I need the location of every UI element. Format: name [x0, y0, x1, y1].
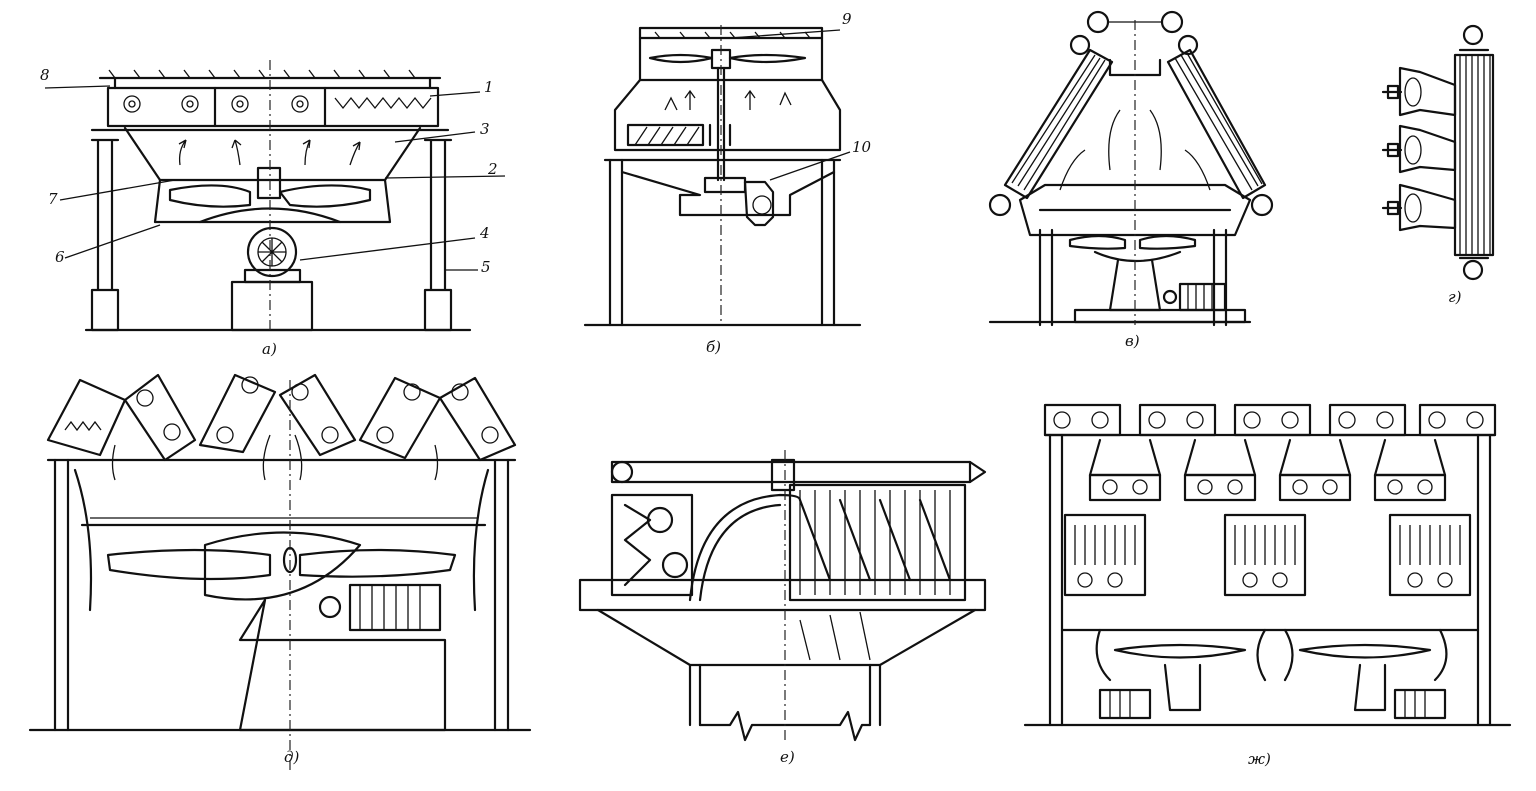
panel-label-v: в) — [1125, 332, 1140, 350]
callout-1: 1 — [484, 78, 494, 96]
callout-10: 10 — [852, 138, 872, 156]
panel-label-e: е) — [780, 748, 795, 766]
callout-9: 9 — [842, 10, 852, 28]
callout-6: 6 — [55, 248, 65, 266]
callout-labels: 1 2 3 4 5 6 7 8 9 10 — [40, 10, 872, 276]
panel-labels: а) б) в) г) д) е) ж) — [262, 288, 1462, 768]
callout-3: 3 — [480, 120, 490, 138]
panel-label-zh: ж) — [1248, 750, 1271, 768]
callout-8: 8 — [40, 66, 50, 84]
panel-v-drawing — [988, 10, 1274, 327]
panel-g-drawing — [1381, 24, 1495, 281]
panel-label-a: а) — [262, 340, 277, 358]
panel-label-g: г) — [1448, 288, 1462, 306]
callout-2: 2 — [487, 160, 498, 178]
panel-d-drawing — [28, 373, 532, 770]
panel-label-b: б) — [706, 338, 721, 356]
panel-e-drawing — [578, 450, 987, 742]
callout-4: 4 — [479, 224, 490, 242]
panel-label-d: д) — [284, 748, 300, 766]
callout-5: 5 — [481, 258, 491, 276]
panel-zh-drawing — [1023, 403, 1512, 727]
panel-b-drawing — [583, 25, 862, 327]
callout-7: 7 — [48, 190, 58, 208]
panel-a-drawing — [44, 60, 506, 332]
